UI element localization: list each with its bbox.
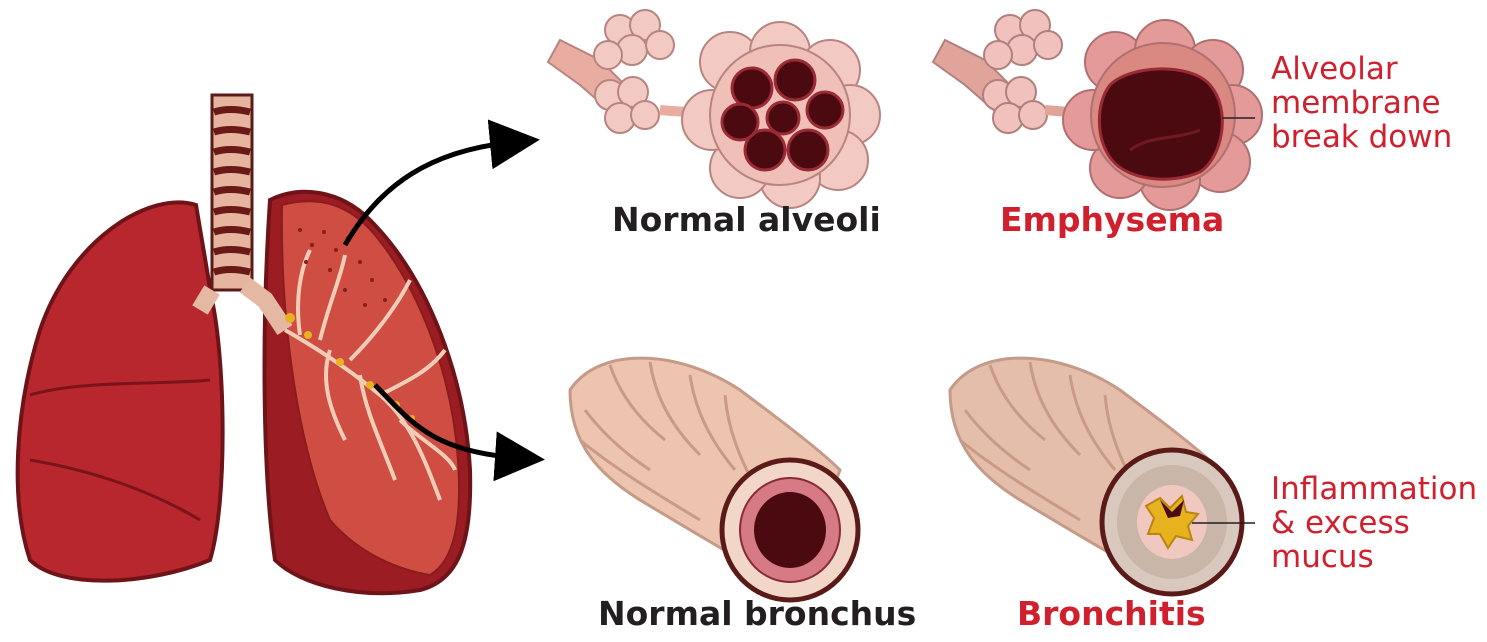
normal-bronchus-illustration xyxy=(570,358,858,600)
annotation-line: Inflammation xyxy=(1271,472,1477,506)
emphysema-alveoli-illustration xyxy=(933,10,1262,210)
bronchitis-bronchus-illustration xyxy=(950,358,1242,594)
annotation-inflammation: Inflammation & excess mucus xyxy=(1271,472,1477,574)
annotation-line: & excess xyxy=(1271,506,1477,540)
annotation-line: Alveolar xyxy=(1271,52,1452,86)
normal-alveoli-illustration xyxy=(548,10,880,208)
caption-normal-bronchus: Normal bronchus xyxy=(598,594,916,633)
annotation-line: break down xyxy=(1271,120,1452,154)
lungs-illustration xyxy=(18,95,471,593)
caption-bronchitis: Bronchitis xyxy=(1017,594,1206,633)
caption-normal-alveoli: Normal alveoli xyxy=(612,200,881,239)
annotation-alveolar-membrane: Alveolar membrane break down xyxy=(1271,52,1452,154)
annotation-line: membrane xyxy=(1271,86,1452,120)
caption-emphysema: Emphysema xyxy=(1000,200,1224,239)
annotation-line: mucus xyxy=(1271,540,1477,574)
